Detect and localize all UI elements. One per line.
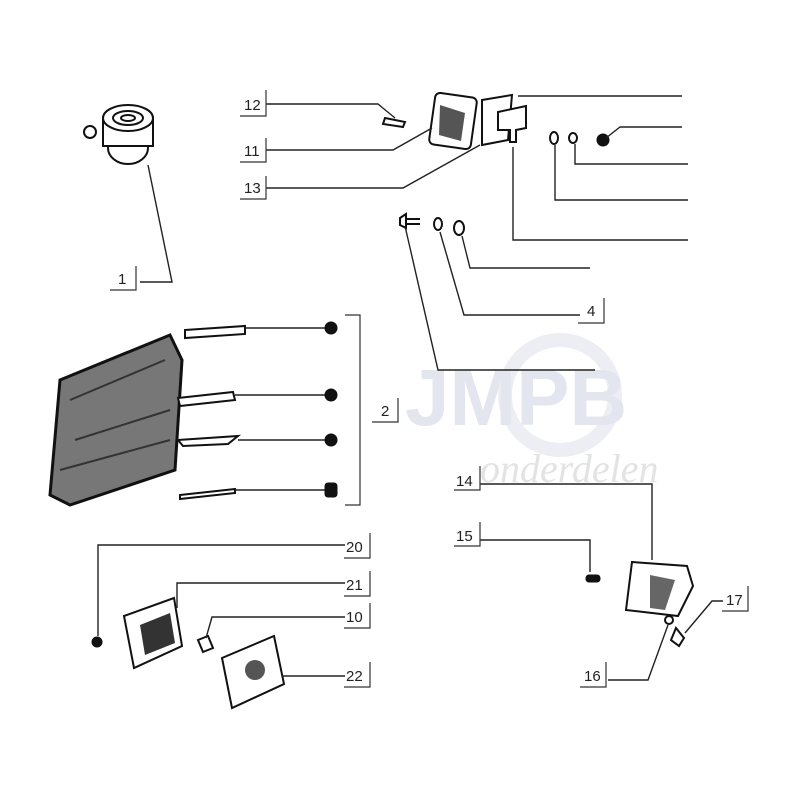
callout-10: 10 (344, 603, 371, 629)
callout-labels: 12 11 13 1 4 2 14 15 17 16 20 21 10 22 (110, 90, 749, 688)
leader-lines (97, 95, 723, 681)
svg-text:20: 20 (346, 539, 363, 556)
svg-text:14: 14 (456, 473, 473, 490)
callout-2: 2 (372, 398, 399, 423)
part-bell (83, 104, 154, 165)
part-lamp-group (91, 596, 286, 710)
watermark-gear-icon (498, 333, 622, 457)
callout-15: 15 (454, 522, 481, 547)
part-lock-housing (585, 560, 695, 648)
callout-1: 1 (110, 266, 137, 291)
svg-text:21: 21 (346, 577, 363, 594)
callout-20: 20 (344, 533, 371, 559)
svg-text:12: 12 (244, 97, 261, 114)
svg-text:17: 17 (726, 592, 743, 609)
svg-text:4: 4 (587, 303, 595, 320)
part-plate-group (381, 91, 610, 236)
svg-text:16: 16 (584, 668, 601, 685)
part-tool-kit (48, 321, 338, 507)
callout-16: 16 (580, 662, 607, 688)
svg-text:13: 13 (244, 180, 261, 197)
watermark: JMPB onderdelen (405, 333, 658, 491)
callout-21: 21 (344, 571, 371, 597)
callout-4: 4 (578, 298, 605, 324)
svg-text:10: 10 (346, 609, 363, 626)
watermark-brand: JMPB (405, 353, 627, 442)
svg-text:22: 22 (346, 668, 363, 685)
svg-text:1: 1 (118, 271, 126, 288)
callout-22: 22 (344, 662, 371, 688)
svg-text:2: 2 (381, 403, 389, 420)
callout-14: 14 (454, 466, 481, 491)
svg-text:11: 11 (244, 143, 260, 160)
callout-13: 13 (240, 176, 267, 200)
callout-11: 11 (240, 138, 267, 163)
callout-17: 17 (722, 586, 749, 612)
svg-text:15: 15 (456, 528, 473, 545)
callout-12: 12 (240, 90, 267, 117)
